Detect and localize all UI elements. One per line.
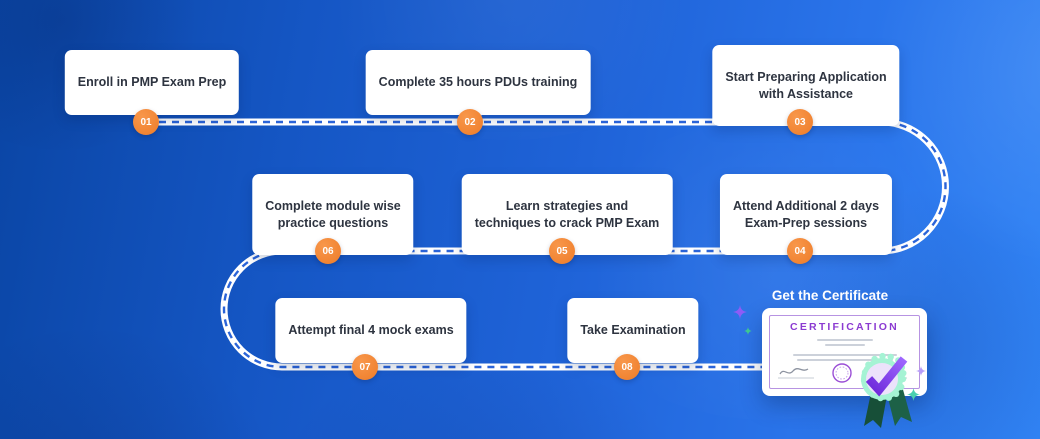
- step-number: 07: [359, 361, 371, 373]
- step-number: 01: [140, 116, 152, 128]
- certificate-heading: CERTIFICATION: [790, 321, 899, 333]
- step-marker-03: 03: [787, 109, 813, 135]
- certificate-border: [769, 315, 920, 389]
- step-number: 06: [322, 245, 334, 257]
- step-number: 08: [621, 361, 633, 373]
- step-number: 04: [794, 245, 806, 257]
- step-number: 02: [464, 116, 476, 128]
- step-callout-08: Take Examination: [567, 298, 699, 373]
- step-number: 05: [556, 245, 568, 257]
- step-marker-04: 04: [787, 238, 813, 264]
- certified-seal-icon: [860, 352, 912, 428]
- step-callout-02: Complete 35 hours PDUs training: [365, 50, 591, 125]
- certified-badge-icon: [832, 363, 852, 383]
- step-label: Complete 35 hours PDUs training: [378, 75, 578, 90]
- certificate-title: Get the Certificate: [771, 288, 889, 303]
- certificate-text-line: [792, 354, 897, 356]
- step-marker-02: 02: [457, 109, 483, 135]
- step-label: Attempt final 4 mock exams: [288, 323, 454, 338]
- step-callout-01: Enroll in PMP Exam Prep: [64, 50, 240, 125]
- step-label: Enroll in PMP Exam Prep: [77, 75, 227, 90]
- step-label: Learn strategies and techniques to crack…: [474, 199, 660, 230]
- step-label: Start Preparing Application with Assista…: [725, 70, 887, 101]
- step-marker-05: 05: [549, 238, 575, 264]
- step-label: Attend Additional 2 days Exam-Prep sessi…: [732, 199, 880, 230]
- step-number: 03: [794, 116, 806, 128]
- step-callout-04: Attend Additional 2 days Exam-Prep sessi…: [719, 174, 893, 266]
- step-marker-08: 08: [614, 354, 640, 380]
- step-label: Complete module wise practice questions: [265, 199, 401, 230]
- certificate-text-line: [824, 344, 865, 346]
- certificate-text-line: [796, 359, 893, 361]
- step-marker-07: 07: [352, 354, 378, 380]
- step-callout-06: Complete module wise practice questions: [252, 174, 414, 266]
- checkmark-icon: [865, 356, 908, 397]
- step-marker-06: 06: [315, 238, 341, 264]
- step-label: Take Examination: [580, 323, 686, 338]
- step-marker-01: 01: [133, 109, 159, 135]
- step-callout-07: Attempt final 4 mock exams: [275, 298, 467, 373]
- certificate-text-line: [816, 339, 873, 341]
